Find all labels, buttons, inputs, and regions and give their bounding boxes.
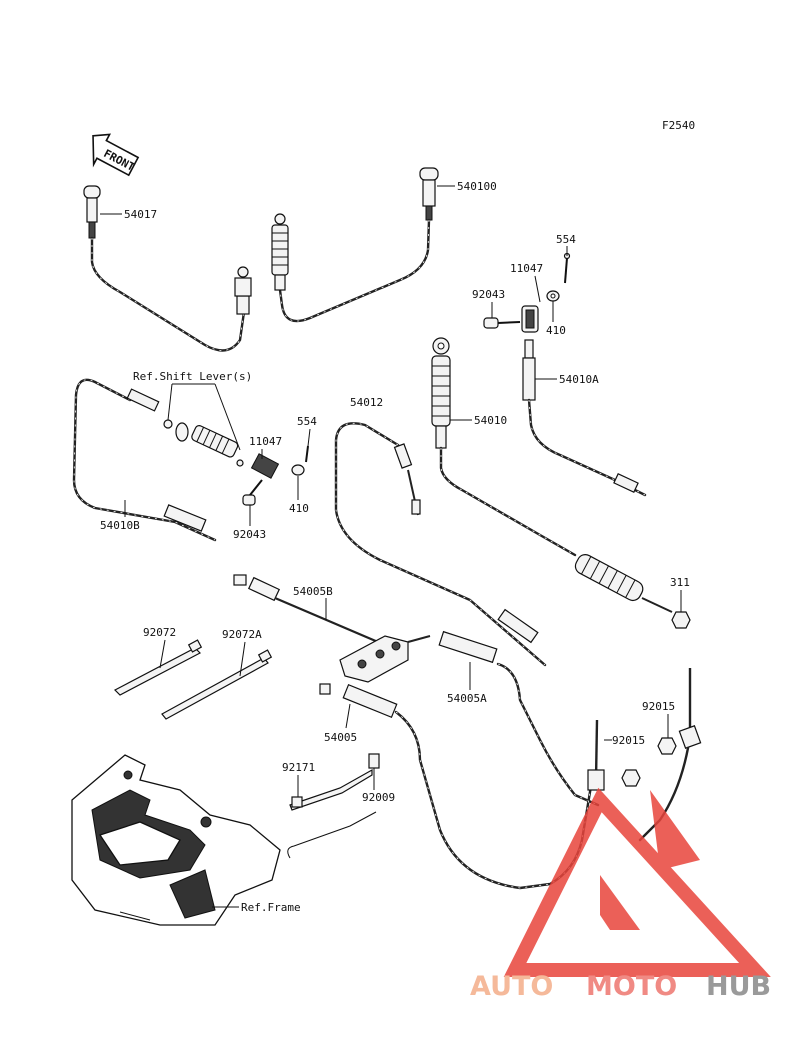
label-54010B: 54010B — [100, 519, 140, 532]
label-54010A: 54010A — [559, 373, 599, 386]
watermark-triangle-icon — [503, 787, 771, 977]
label-410-lower: 410 — [289, 502, 309, 515]
label-410-upper: 410 — [546, 324, 566, 337]
watermark-logo: AUTO MOTO HUB — [470, 787, 771, 1002]
cable-tie-92072 — [113, 639, 203, 696]
part-labels: 54017 540100 554 11047 92043 410 54010A … — [100, 180, 690, 914]
label-554-lower: 554 — [297, 415, 317, 428]
label-92009: 92009 — [362, 791, 395, 804]
cable-54005B — [233, 574, 386, 647]
frame-illustration — [71, 754, 281, 926]
label-ref-shift-lever: Ref.Shift Lever(s) — [133, 370, 252, 383]
label-311: 311 — [670, 576, 690, 589]
label-92072A: 92072A — [222, 628, 262, 641]
label-92171: 92171 — [282, 761, 315, 774]
cable-540100 — [271, 167, 439, 323]
cable-54017 — [83, 185, 252, 352]
watermark-moto: MOTO — [586, 971, 677, 1002]
watermark-hub: HUB — [706, 971, 771, 1002]
label-54005A: 54005A — [447, 692, 487, 705]
label-554-upper: 554 — [556, 233, 576, 246]
cable-bracket — [339, 635, 409, 683]
label-92043-lower: 92043 — [233, 528, 266, 541]
leader-lines — [100, 185, 682, 908]
label-ref-frame: Ref.Frame — [241, 901, 301, 914]
shift-lever-assembly — [72, 378, 309, 542]
label-11047-upper: 11047 — [510, 262, 543, 275]
cable-54010 — [431, 337, 691, 629]
cable-54005 — [319, 683, 594, 890]
label-92015-upper: 92015 — [642, 700, 675, 713]
label-54005: 54005 — [324, 731, 357, 744]
label-92015-lower: 92015 — [612, 734, 645, 747]
label-11047-lower: 11047 — [249, 435, 282, 448]
figure-code: F2540 — [662, 119, 695, 132]
front-arrow-icon: FRONT — [92, 133, 140, 177]
label-54005B: 54005B — [293, 585, 333, 598]
cable-tie-92072A — [161, 649, 273, 720]
cable-54010A — [522, 339, 647, 497]
cable-54012 — [334, 422, 547, 667]
watermark-auto: AUTO — [470, 971, 553, 1002]
label-54017: 54017 — [124, 208, 157, 221]
lever-assembly-upper — [483, 252, 571, 333]
label-92043-upper: 92043 — [472, 288, 505, 301]
label-92072: 92072 — [143, 626, 176, 639]
cable-54005A — [407, 630, 600, 807]
cable-ends-right — [587, 668, 702, 842]
label-540100: 540100 — [457, 180, 497, 193]
label-54010: 54010 — [474, 414, 507, 427]
label-54012: 54012 — [350, 396, 383, 409]
